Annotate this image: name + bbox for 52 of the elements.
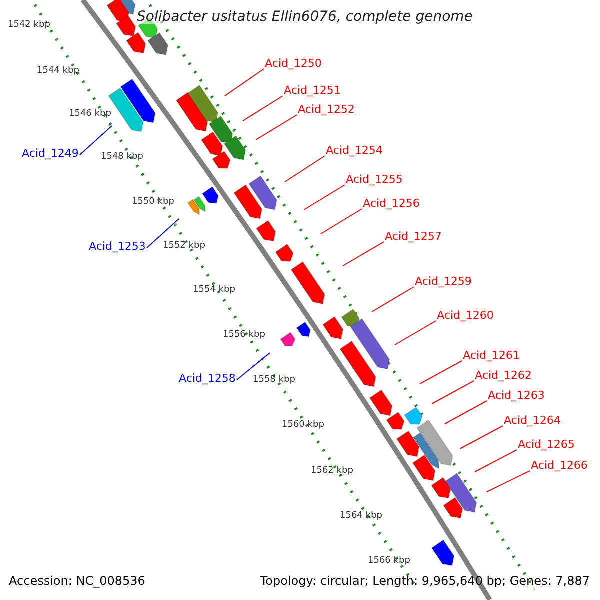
gene-label: Acid_1264: [504, 414, 561, 428]
leader-line: [420, 360, 462, 384]
gene-label: Acid_1257: [385, 230, 442, 244]
leader-line: [224, 68, 264, 96]
gene-label: Acid_1265: [518, 438, 575, 452]
scale-tick-label: 1566 kbp: [368, 555, 410, 568]
gene-label: Acid_1259: [415, 275, 472, 289]
gene-label: Acid_1261: [463, 349, 520, 363]
gene-label: Acid_1260: [437, 309, 494, 323]
leader-line: [372, 286, 414, 312]
leader-line: [486, 470, 530, 492]
leader-line: [80, 126, 112, 156]
leader-line: [432, 380, 474, 404]
scale-tick-label: 1546 kbp: [69, 108, 112, 121]
leader-line: [474, 450, 518, 472]
leader-line: [284, 156, 326, 182]
gene-label: Acid_1258: [179, 372, 236, 386]
scale-tick-label: 1560 kbp: [282, 419, 324, 432]
scale-tick-label: 1548 kbp: [101, 151, 144, 164]
leader-line: [394, 320, 436, 346]
gene-label: Acid_1263: [488, 389, 545, 403]
title: Solibacter usitatus Ellin6076, complete genome: [137, 10, 473, 24]
leader-line: [256, 114, 298, 140]
leader-line: [242, 96, 284, 122]
leader-line: [304, 184, 346, 210]
gene-label: Acid_1251: [284, 84, 341, 98]
leader-line: [236, 352, 270, 380]
gene-label: Acid_1250: [265, 57, 322, 71]
gene-label: Acid_1252: [298, 103, 355, 117]
gene-label: Acid_1266: [531, 459, 588, 473]
scale-tick-label: 1544 kbp: [37, 65, 80, 78]
gene-label: Acid_1253: [89, 240, 146, 254]
gene-label: Acid_1255: [346, 173, 403, 187]
leader-line: [146, 218, 180, 248]
footer-text: Accession: NC_008536: [9, 574, 146, 588]
gene-label: Acid_1256: [363, 197, 420, 211]
scale-tick-label: 1564 kbp: [340, 510, 382, 523]
scale-tick-label: 1554 kbp: [193, 284, 236, 297]
leader-line: [460, 426, 504, 450]
leader-line: [444, 400, 488, 424]
scale-tick-label: 1562 kbp: [311, 465, 354, 478]
scale-tick-label: 1558 kbp: [253, 374, 296, 387]
gene-label: Acid_1254: [326, 144, 383, 158]
gene-label: Acid_1249: [22, 147, 79, 161]
scale-tick-label: 1556 kbp: [223, 329, 266, 342]
leader-line: [320, 208, 362, 234]
gene-label: Acid_1262: [475, 369, 532, 383]
scale-tick-label: 1542 kbp: [8, 19, 50, 32]
leader-line: [342, 242, 384, 266]
scale-tick-label: 1552 kbp: [163, 240, 206, 253]
scale-tick-label: 1550 kbp: [132, 196, 174, 209]
footer-text: Topology: circular; Length: 9,965,640 bp; Genes: 7,887: [260, 574, 590, 588]
